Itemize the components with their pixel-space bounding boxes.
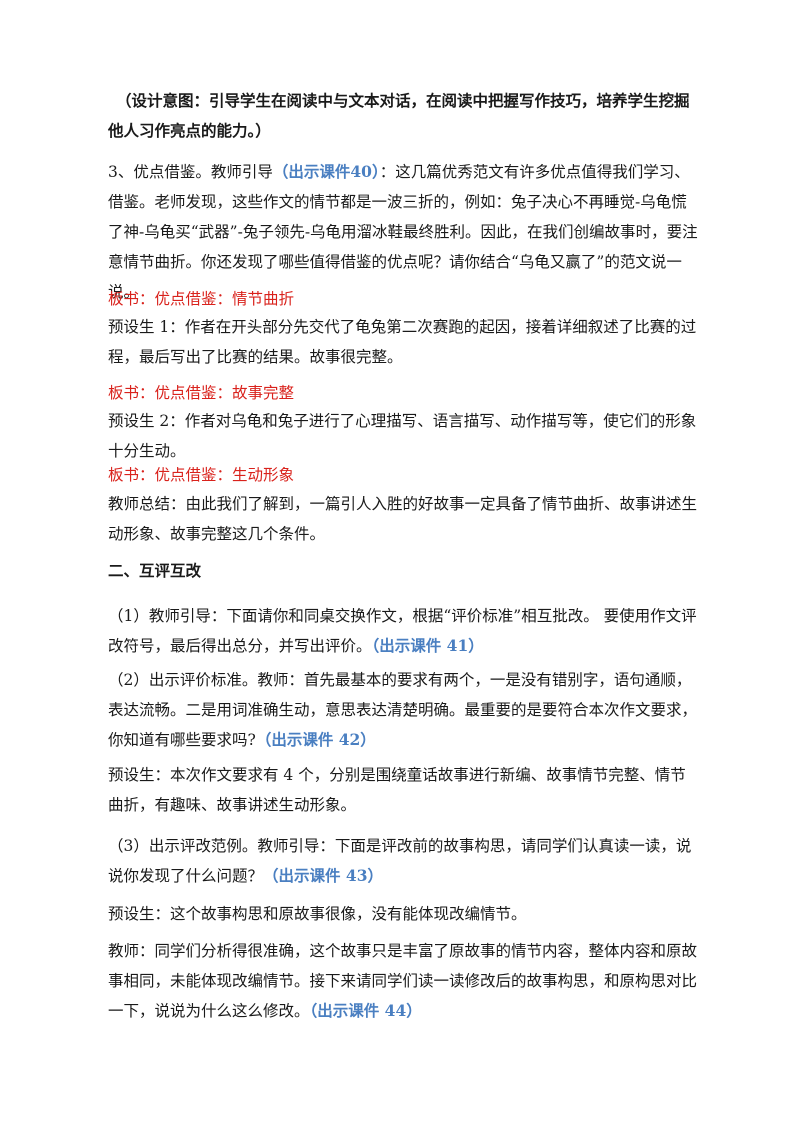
board-note-1: 板书：优点借鉴：情节曲折 bbox=[108, 290, 295, 308]
board-note-3: 板书：优点借鉴：生动形象 bbox=[108, 466, 295, 484]
teacher-paragraph: 教师：同学们分析得很准确，这个故事只是丰富了原故事的情节内容，整体内容和原故事相… bbox=[108, 936, 698, 1026]
courseware-ref-42: （出示课件 42） bbox=[255, 730, 376, 749]
step-3-text: （3）出示评改范例。教师引导：下面是评改前的故事构思，请同学们认真读一读，说说你… bbox=[108, 837, 692, 885]
step-2-text: （2）出示评价标准。教师：首先最基本的要求有两个，一是没有错别字，语句通顺，表达… bbox=[108, 671, 698, 749]
preset-student-4: 预设生：这个故事构思和原故事很像，没有能体现改编情节。 bbox=[108, 905, 527, 923]
design-intent-text: 引导学生在阅读中与文本对话，在阅读中把握写作技巧，培养学生挖掘他人习作亮点的能力… bbox=[108, 92, 690, 140]
design-intent-label: （设计意图： bbox=[116, 92, 210, 110]
board-note-2: 板书：优点借鉴：故事完整 bbox=[108, 384, 295, 402]
teacher-text: 教师：同学们分析得很准确，这个故事只是丰富了原故事的情节内容，整体内容和原故事相… bbox=[108, 942, 698, 1020]
step-1-paragraph: （1）教师引导：下面请你和同桌交换作文，根据“评价标准”相互批改。 要使用作文评… bbox=[108, 601, 698, 661]
paragraph-3-text-a: 3、优点借鉴。教师引导 bbox=[108, 163, 273, 181]
paragraph-3: 3、优点借鉴。教师引导（出示课件40）：这几篇优秀范文有许多优点值得我们学习、借… bbox=[108, 157, 698, 307]
preset-student-1: 预设生 1：作者在开头部分先交代了龟兔第二次赛跑的起因，接着详细叙述了比赛的过程… bbox=[108, 318, 697, 366]
step-3-paragraph: （3）出示评改范例。教师引导：下面是评改前的故事构思，请同学们认真读一读，说说你… bbox=[108, 831, 698, 891]
preset-student-2: 预设生 2：作者对乌龟和兔子进行了心理描写、语言描写、动作描写等，使它们的形象十… bbox=[108, 412, 697, 460]
step-2-paragraph: （2）出示评价标准。教师：首先最基本的要求有两个，一是没有错别字，语句通顺，表达… bbox=[108, 665, 698, 755]
courseware-ref-43: （出示课件 43） bbox=[263, 866, 383, 885]
courseware-ref-44: （出示课件 44） bbox=[309, 1001, 422, 1020]
paragraph-3-text-b: ：这几篇优秀范文有许多优点值得我们学习、借鉴。老师发现，这些作文的情节都是一波三… bbox=[108, 163, 698, 301]
section-heading-2: 二、互评互改 bbox=[108, 562, 202, 580]
courseware-ref-40: （出示课件40） bbox=[272, 162, 380, 181]
design-intent-paragraph: （设计意图：引导学生在阅读中与文本对话，在阅读中把握写作技巧，培养学生挖掘他人习… bbox=[108, 86, 700, 146]
preset-student-3: 预设生：本次作文要求有 4 个，分别是围绕童话故事进行新编、故事情节完整、情节曲… bbox=[108, 766, 686, 814]
teacher-summary: 教师总结：由此我们了解到，一篇引人入胜的好故事一定具备了情节曲折、故事讲述生动形… bbox=[108, 495, 698, 543]
step-1-text: （1）教师引导：下面请你和同桌交换作文，根据“评价标准”相互批改。 要使用作文评… bbox=[108, 607, 697, 655]
courseware-ref-41: （出示课件 41） bbox=[371, 636, 484, 655]
